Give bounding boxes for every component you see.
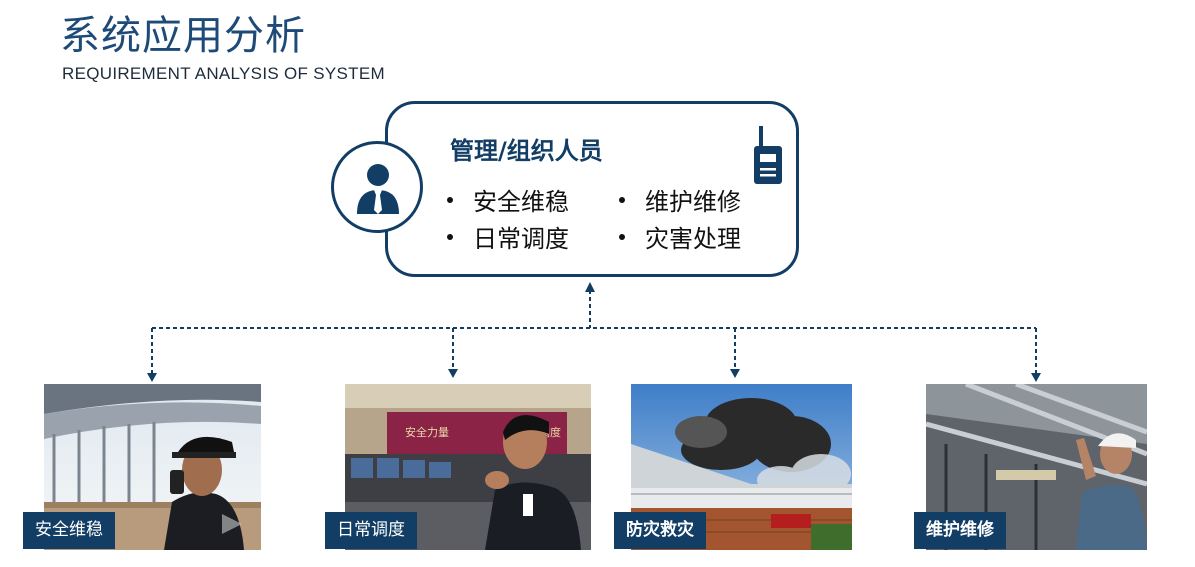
duty-item: 灾害处理 [619,219,741,254]
duty-item: 日常调度 [447,219,569,254]
scene-label-maintenance: 维护维修 [914,512,1006,549]
arrow-up-icon [585,282,595,292]
scene-label-dispatch: 日常调度 [325,512,417,549]
arrow-down-icon [147,373,157,382]
walkie-talkie-icon [752,126,784,186]
svg-text:安全力量: 安全力量 [405,425,449,439]
scene-label-disaster: 防灾救灾 [614,512,706,549]
arrow-down-icon [448,369,458,378]
arrow-down-icon [730,369,740,378]
duty-item: 维护维修 [619,182,741,217]
duty-item: 安全维稳 [447,182,569,217]
user-avatar [331,141,423,233]
scene-label-security: 安全维稳 [23,512,115,549]
role-title: 管理/组织人员 [450,131,603,166]
arrow-down-icon [1031,373,1041,382]
user-icon [355,162,401,214]
